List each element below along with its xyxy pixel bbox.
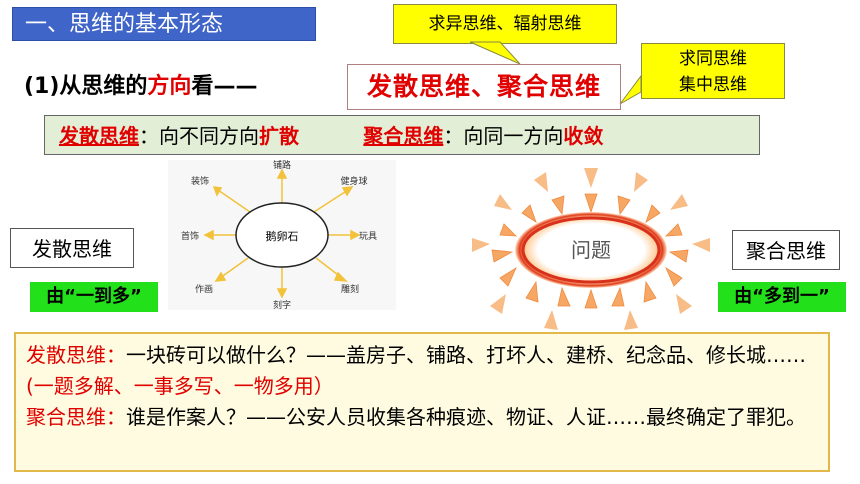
output-label-toy: 玩具 — [359, 231, 377, 242]
output-label-lettering: 刻字 — [273, 299, 291, 310]
callout-pointers — [469, 41, 642, 105]
divergent-diagram: 鹅卵石 铺路 健身球 玩具 雕刻 刻字 作画 首饰 装饰 — [168, 160, 396, 310]
callout-convergent-line2: 集中思维 — [679, 75, 747, 95]
section-title: 一、思维的基本形态 — [12, 7, 316, 41]
output-label-fitness-ball: 健身球 — [340, 175, 367, 187]
output-label-decoration: 装饰 — [191, 175, 209, 187]
center-circle — [235, 202, 329, 268]
convergent-desc: ：向同一方向 — [443, 124, 564, 148]
example-divergent-text: 一块砖可以做什么？——盖房子、铺路、打坏人、建桥、纪念品、修长城…… — [126, 343, 806, 367]
heading-highlight: 方向 — [147, 74, 192, 99]
divergent-desc: ：向不同方向 — [139, 124, 259, 148]
badge-one-to-many: 由“一到多” — [30, 282, 158, 312]
heading-direction: (1)从思维的方向看—— — [24, 68, 257, 100]
convergent-key: 收敛 — [563, 124, 604, 148]
callout-convergent-synonyms: 求同思维 集中思维 — [641, 43, 785, 99]
badge-many-to-one: 由“多到一” — [718, 282, 846, 312]
divergent-term: 发散思维 — [59, 124, 139, 148]
output-label-paving: 铺路 — [273, 160, 291, 171]
example-divergent-label: 发散思维： — [26, 343, 126, 367]
output-label-carving: 雕刻 — [341, 283, 359, 295]
example-divergent: 发散思维：一块砖可以做什么？——盖房子、铺路、打坏人、建桥、纪念品、修长城…… (… — [26, 340, 818, 402]
definitions-bar: 发散思维：向不同方向扩散 聚合思维：向同一方向收敛 — [44, 115, 760, 155]
callout-convergent-line1: 求同思维 — [679, 49, 747, 69]
label-divergent: 发散思维 — [10, 228, 134, 268]
convergent-term: 聚合思维 — [363, 124, 444, 148]
example-divergent-note: (一题多解、一事多写、一物多用） — [26, 374, 334, 398]
diagram-left-center: 鹅卵石 — [266, 229, 299, 243]
example-convergent-text: 谁是作案人？——公安人员收集各种痕迹、物证、人证……最终确定了罪犯。 — [126, 405, 806, 429]
examples-box: 发散思维：一块砖可以做什么？——盖房子、铺路、打坏人、建桥、纪念品、修长城…… (… — [14, 332, 830, 472]
callout-divergent-synonyms: 求异思维、辐射思维 — [393, 4, 617, 44]
problem-ring — [515, 212, 667, 288]
thinking-types-box: 发散思维、聚合思维 — [347, 64, 621, 110]
example-convergent-label: 聚合思维： — [26, 405, 126, 429]
output-label-painting: 作画 — [195, 283, 213, 295]
output-label-jewelry: 首饰 — [181, 230, 199, 242]
diagram-right-center: 问题 — [571, 238, 611, 262]
heading-prefix: (1)从思维的 — [24, 74, 148, 99]
convergent-diagram: 问题 — [472, 168, 710, 330]
heading-suffix: 看—— — [191, 74, 258, 99]
example-convergent: 聚合思维：谁是作案人？——公安人员收集各种痕迹、物证、人证……最终确定了罪犯。 — [26, 402, 818, 433]
divergent-key: 扩散 — [259, 124, 299, 148]
label-convergent: 聚合思维 — [732, 230, 840, 270]
